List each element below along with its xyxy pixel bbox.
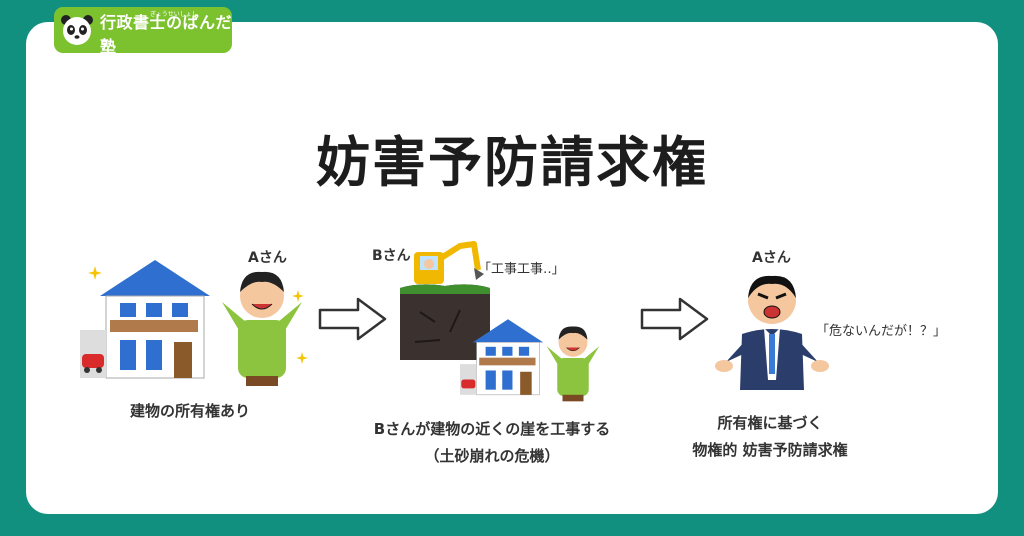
sparkle-icon	[292, 290, 304, 302]
person-label-b: Bさん	[372, 248, 411, 264]
page-title: 妨害予防請求権	[316, 131, 708, 194]
brand-ruby: ぎょうせいしょし	[150, 11, 198, 18]
house-illustration	[80, 260, 210, 379]
brand-name: 行政書士のぱんだ塾	[100, 13, 233, 56]
brand-logo[interactable]: ぎょうせいしょし 行政書士のぱんだ塾	[54, 7, 232, 56]
caption-line: 物権的 妨害予防請求権	[692, 441, 848, 459]
sparkle-icon	[296, 352, 308, 364]
sparkle-icon	[88, 266, 102, 280]
man-a-happy-illustration	[222, 271, 302, 386]
panda-icon	[61, 15, 93, 45]
cliff-illustration	[400, 284, 490, 360]
speech-b: 「工事工事‥」	[478, 262, 565, 277]
arrow-right-icon	[318, 297, 387, 341]
person-label-a2: Aさん	[752, 250, 791, 266]
scene3-caption: 所有権に基づく 物権的 妨害予防請求権	[660, 410, 880, 464]
caption-line: （土砂崩れの危機）	[424, 447, 560, 465]
scene1-caption: 建物の所有権あり	[80, 398, 300, 425]
man-a-small-illustration	[546, 326, 600, 402]
person-label-a: Aさん	[248, 250, 287, 266]
caption-line: 所有権に基づく	[717, 414, 823, 432]
caption-line: 建物の所有権あり	[129, 402, 250, 420]
man-a-angry-illustration	[715, 275, 829, 390]
scene2-caption: Bさんが建物の近くの崖を工事する （土砂崩れの危機）	[352, 416, 632, 470]
arrow-right-icon	[640, 297, 709, 341]
house-small-illustration	[460, 319, 544, 396]
content-card	[26, 22, 998, 514]
caption-line: Bさんが建物の近くの崖を工事する	[373, 420, 611, 438]
speech-a: 「危ないんだが！？」	[816, 324, 947, 339]
